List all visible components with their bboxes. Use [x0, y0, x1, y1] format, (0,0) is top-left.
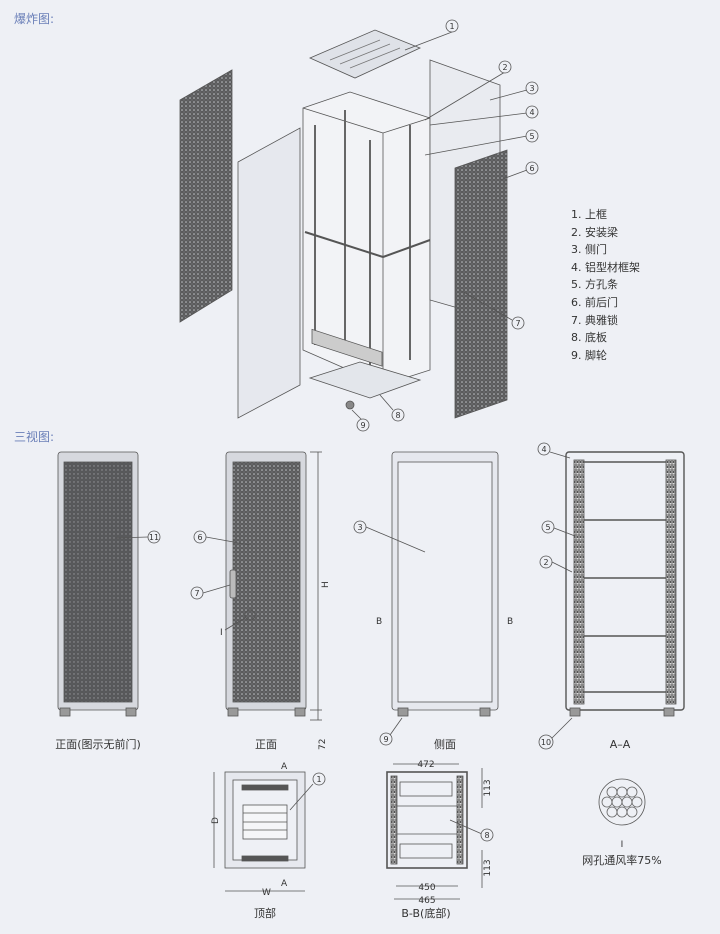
callout: 3: [357, 523, 362, 532]
callout: 10: [541, 738, 551, 747]
exploded-view-heading: 爆炸图:: [14, 12, 55, 26]
callout: 8: [395, 411, 400, 420]
view-front-no-door: 11 正面(图示无前门): [55, 451, 161, 751]
callout: 2: [502, 63, 507, 72]
legend-item: 8. 底板: [571, 331, 607, 345]
view-label-front: 正面: [255, 738, 277, 751]
legend-item: 1. 上框: [571, 208, 607, 221]
three-view-heading: 三视图:: [14, 430, 55, 444]
callout: 4: [529, 108, 534, 117]
section-mark-B-right: B: [507, 617, 513, 627]
callout: 6: [529, 164, 534, 173]
detail-mark: I: [220, 628, 223, 638]
callout: 2: [543, 558, 548, 567]
dim-D: D: [211, 817, 221, 824]
dim-113-top: 113: [483, 779, 493, 796]
legend-item: 2. 安装梁: [571, 225, 618, 239]
dim-472: 472: [417, 760, 434, 770]
callouts-exploded: 1 2 3 4 5 6 7 8 9: [351, 19, 539, 432]
view-label-front-no-door: 正面(图示无前门): [55, 737, 141, 751]
view-label-top: 顶部: [254, 906, 276, 920]
view-section-aa: 4 5 2 10 A–A: [537, 442, 685, 751]
dim-113-bottom: 113: [483, 859, 493, 876]
callout: 5: [529, 132, 534, 141]
side-panel-left: [237, 127, 301, 419]
view-bottom: 472 113 113 450 465 8 B-B(底部): [386, 760, 494, 920]
front-door-mesh: [454, 149, 508, 419]
caster: [345, 400, 355, 410]
legend-item: 6. 前后门: [571, 295, 618, 309]
callout: 9: [360, 421, 365, 430]
section-mark-A-bottom: A: [281, 879, 288, 889]
mesh-ventilation-note: 网孔通风率75%: [582, 853, 661, 867]
section-mark-B-left: B: [376, 617, 382, 627]
view-label-aa: A–A: [610, 738, 631, 751]
view-top: D W A A 1 顶部: [211, 762, 326, 920]
mesh-detail: I 网孔通风率75%: [582, 778, 662, 867]
callout: 11: [149, 533, 159, 542]
callout: 5: [545, 523, 550, 532]
callout: 4: [541, 445, 546, 454]
exploded-view: 1 2 3 4 5 6 7 8 9: [179, 19, 539, 432]
legend-item: 5. 方孔条: [571, 278, 618, 292]
callout: 1: [316, 775, 321, 784]
view-front: H 72 6 7 I 正面: [190, 451, 331, 751]
lock-handle: [229, 569, 237, 599]
callout: 7: [194, 589, 199, 598]
legend-item: 7. 典雅锁: [571, 313, 618, 327]
bottom-plate: [308, 361, 422, 399]
callout: 7: [515, 319, 520, 328]
dim-W: W: [262, 888, 271, 898]
rear-door-mesh: [179, 69, 233, 323]
parts-legend: 1. 上框 2. 安装梁 3. 侧门 4. 铝型材框架 5. 方孔条 6. 前后…: [571, 206, 640, 364]
legend-item: 4. 铝型材框架: [571, 260, 640, 274]
cabinet-frame: [302, 91, 431, 386]
legend-item: 9. 脚轮: [571, 348, 607, 362]
view-side: B B 3 9 侧面: [353, 451, 513, 751]
detail-mark-label: I: [621, 840, 624, 850]
callout: 6: [197, 533, 202, 542]
view-label-side: 侧面: [434, 738, 456, 751]
section-mark-A-top: A: [281, 762, 288, 772]
dim-450: 450: [418, 883, 435, 893]
view-label-bottom: B-B(底部): [401, 906, 450, 920]
callout: 8: [484, 831, 489, 840]
legend-item: 3. 侧门: [571, 243, 607, 257]
dim-foot: 72: [318, 739, 328, 750]
callout: 3: [529, 84, 534, 93]
dim-465: 465: [418, 896, 435, 906]
callout: 9: [383, 735, 388, 744]
dim-H: H: [321, 581, 331, 588]
callout: 1: [449, 22, 454, 31]
